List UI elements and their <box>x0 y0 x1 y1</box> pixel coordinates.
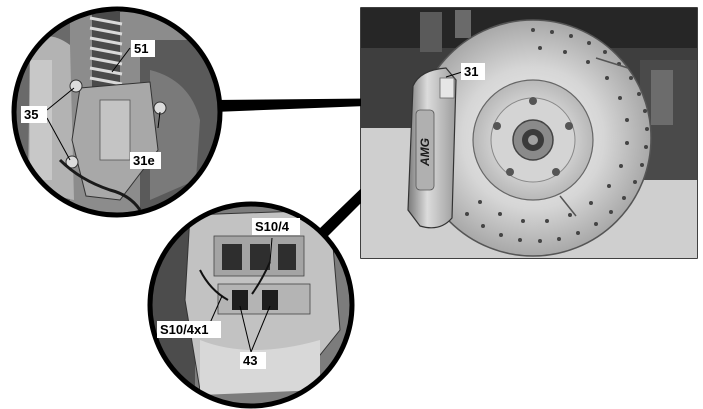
callout-35: 35 <box>24 107 38 122</box>
callout-s10-4: S10/4 <box>255 219 290 234</box>
detail-circle-bottom: S10/4 S10/4x1 43 <box>147 201 355 409</box>
callout-s10-4x1: S10/4x1 <box>160 322 208 337</box>
callout-51: 51 <box>134 41 148 56</box>
wheel-bolt-holes <box>493 97 573 176</box>
disc-drill-holes <box>465 28 649 243</box>
coil-spring <box>89 16 123 86</box>
callout-31e: 31e <box>133 153 155 168</box>
callout-31: 31 <box>464 64 478 79</box>
main-photo-panel: AMG 31 <box>360 7 698 259</box>
caliper-amg-logo: AMG <box>418 138 432 167</box>
callout-43: 43 <box>243 353 257 368</box>
detail-circle-top-left: 51 35 31e <box>11 6 223 218</box>
